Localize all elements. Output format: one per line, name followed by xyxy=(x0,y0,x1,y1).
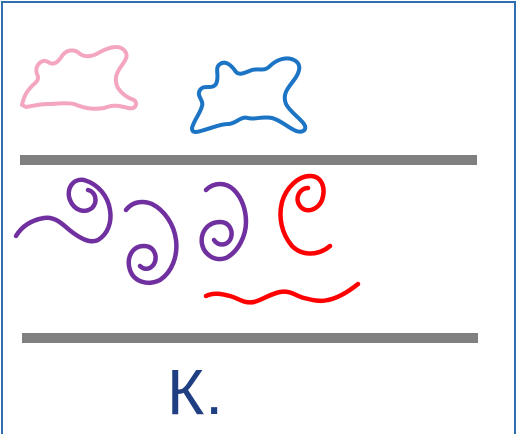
red-squiggle-line xyxy=(203,281,361,305)
purple-spiral-right xyxy=(199,181,249,262)
top-separator-bar xyxy=(20,155,477,165)
caption-letter: К. xyxy=(167,356,225,428)
blue-outline-shape xyxy=(190,56,308,134)
red-spiral xyxy=(278,173,333,256)
pink-outline-shape xyxy=(20,44,138,111)
purple-spiral-long-tail xyxy=(13,177,113,244)
bottom-separator-bar xyxy=(22,333,478,343)
purple-spiral-middle xyxy=(123,199,179,285)
